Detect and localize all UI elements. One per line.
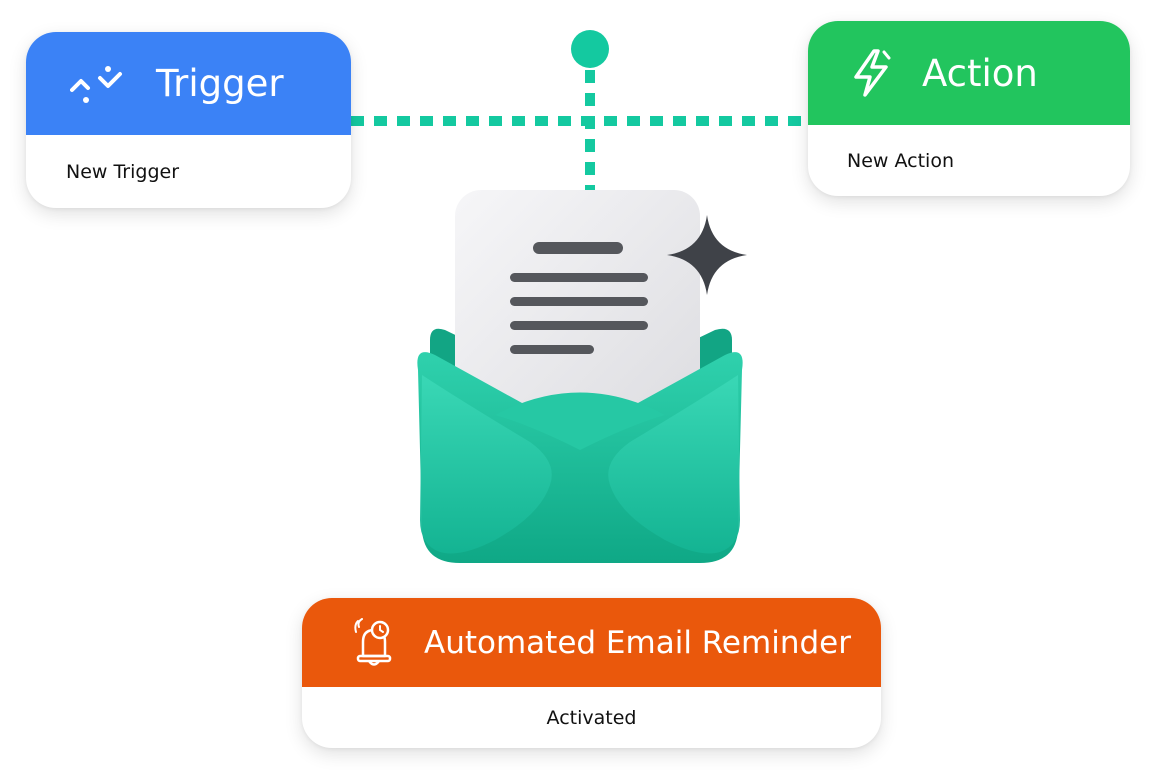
action-title: Action <box>922 51 1038 95</box>
trigger-card-body: New Trigger <box>26 135 351 208</box>
connector-node <box>571 30 609 68</box>
action-card-header: Action <box>808 21 1130 125</box>
reminder-card-body: Activated <box>302 687 881 748</box>
reminder-title: Automated Email Reminder <box>424 624 851 661</box>
trigger-title: Trigger <box>156 62 284 105</box>
sparkle-icon <box>667 215 747 295</box>
trigger-subtitle: New Trigger <box>66 160 180 183</box>
trigger-card[interactable]: Trigger New Trigger <box>26 32 351 208</box>
action-card-body: New Action <box>808 125 1130 196</box>
open-envelope-document-icon <box>417 190 747 563</box>
reminder-card[interactable]: Automated Email Reminder Activated <box>302 598 881 748</box>
reminder-status: Activated <box>546 706 637 729</box>
trigger-card-header: Trigger <box>26 32 351 135</box>
reminder-card-header: Automated Email Reminder <box>302 598 881 687</box>
lightning-bolt-icon <box>848 48 894 98</box>
trigger-wave-icon <box>70 56 126 112</box>
action-card[interactable]: Action New Action <box>808 21 1130 196</box>
alarm-bell-icon <box>354 617 394 668</box>
action-subtitle: New Action <box>847 149 954 172</box>
